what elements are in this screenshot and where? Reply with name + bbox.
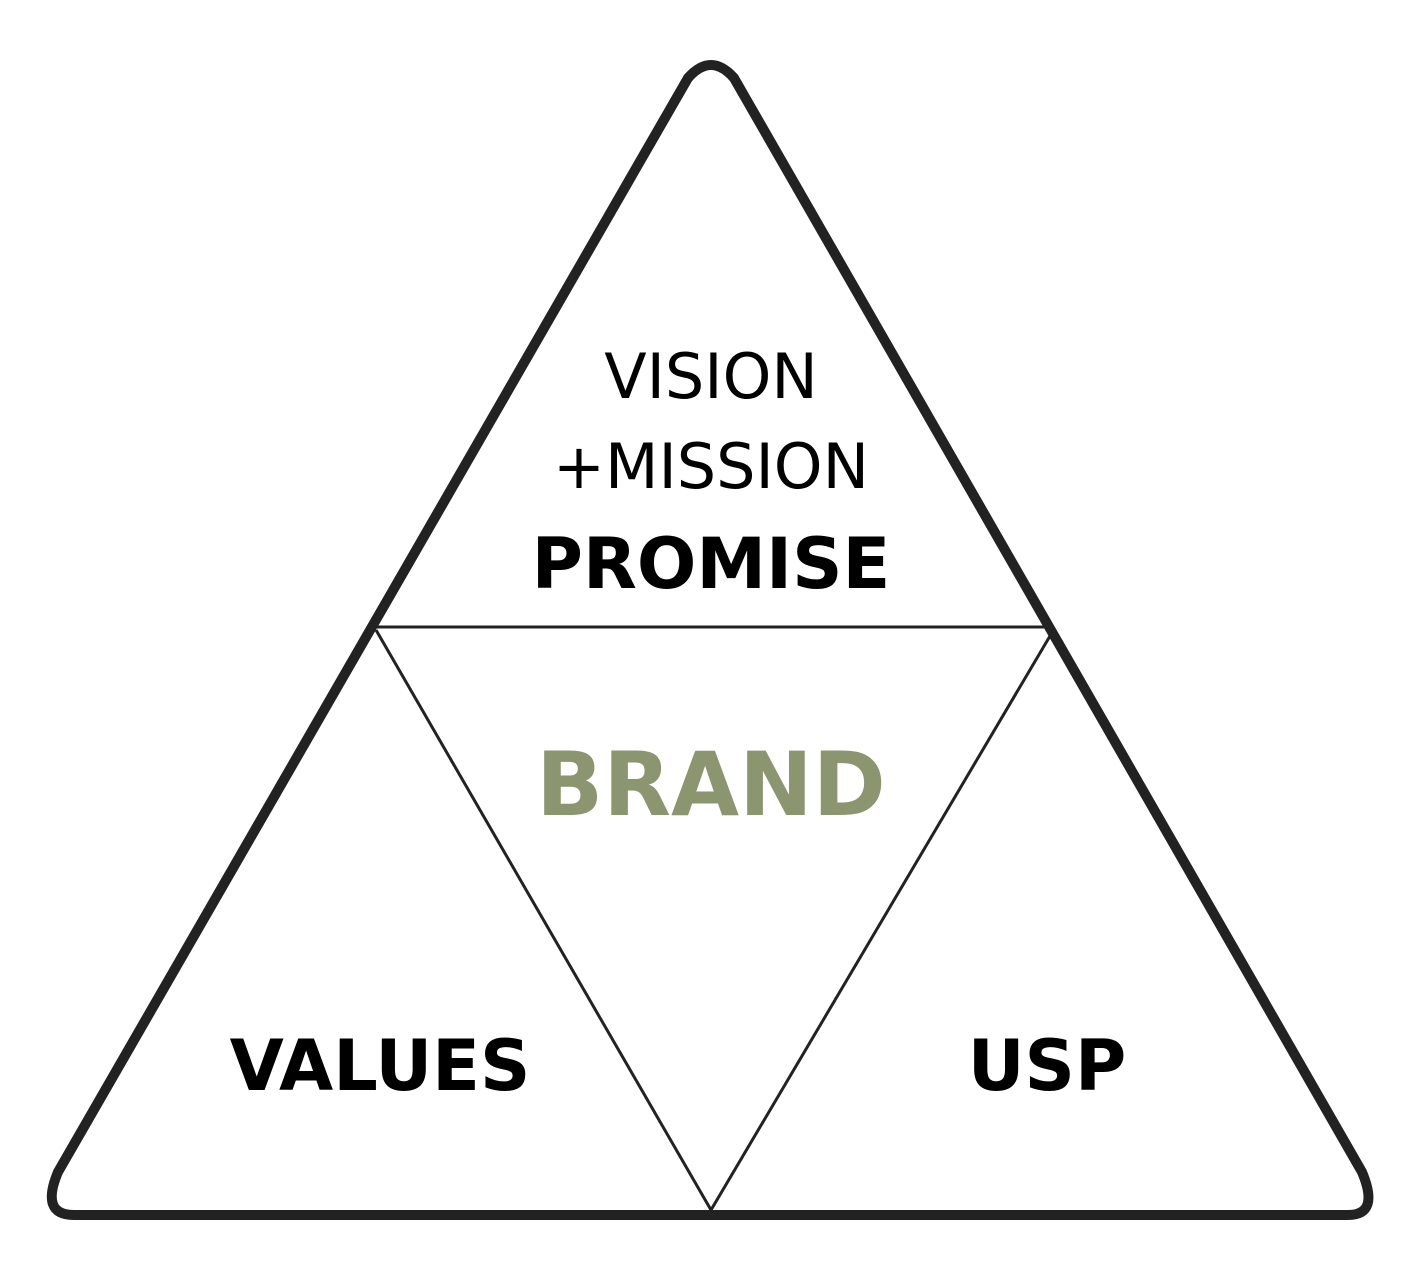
- promise-label: PROMISE: [532, 523, 891, 605]
- outer-triangle: [46, 60, 1374, 1220]
- center-left-edge: [374, 629, 713, 1211]
- center-right-edge: [709, 635, 1052, 1211]
- vision-label: VISION: [604, 340, 818, 413]
- usp-label: USP: [968, 1025, 1127, 1107]
- brand-label: BRAND: [536, 733, 886, 836]
- values-label: VALUES: [230, 1025, 531, 1107]
- mission-label: +MISSION: [553, 430, 869, 503]
